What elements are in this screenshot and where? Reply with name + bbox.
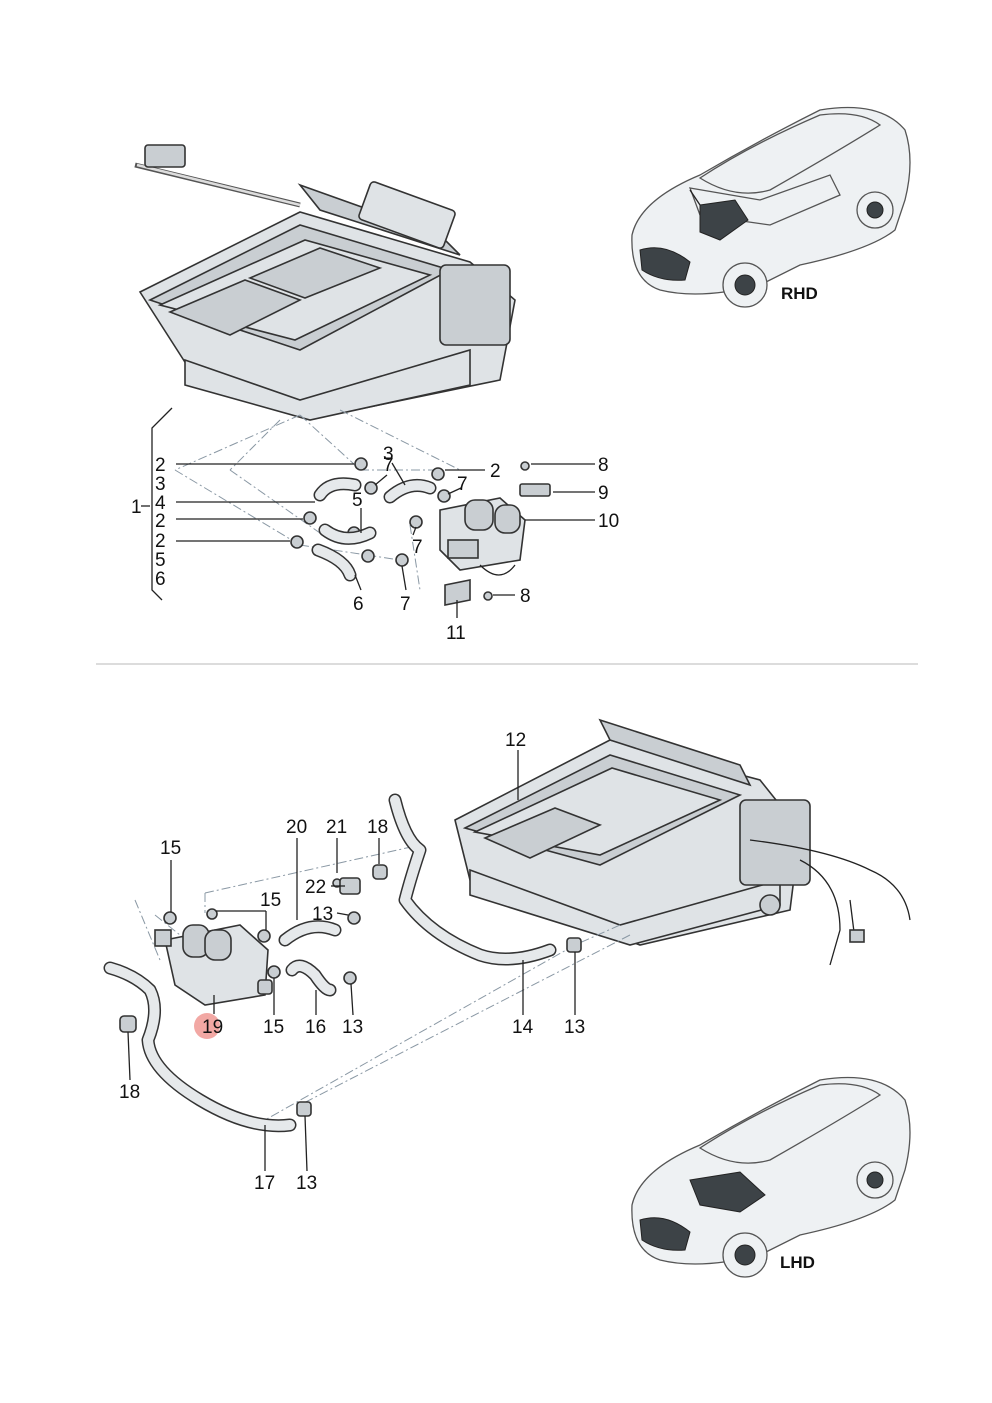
callout-17: 17 — [254, 1173, 275, 1194]
callout-13c: 13 — [564, 1017, 585, 1038]
rhd-label: RHD — [781, 284, 818, 303]
callout-13a: 13 — [312, 904, 333, 925]
callout-3: 3 — [383, 444, 394, 465]
callout-8b: 8 — [520, 586, 531, 607]
callout-7c: 7 — [412, 537, 423, 558]
callout-18b: 18 — [119, 1082, 140, 1103]
callout-16: 16 — [305, 1017, 326, 1038]
callout-22: 22 — [305, 877, 326, 898]
callout-group-2: 4 — [155, 493, 166, 514]
callout-15c: 15 — [263, 1017, 284, 1038]
callout-group-0: 2 — [155, 455, 166, 476]
callout-7d: 7 — [400, 594, 411, 615]
hoses-bottom — [103, 793, 557, 1133]
callout-group-5: 5 — [155, 550, 166, 571]
callout-group-1: 3 — [155, 474, 166, 495]
clamps-hoses-top — [290, 457, 451, 582]
callout-8a: 8 — [598, 455, 609, 476]
climate-unit-top — [134, 144, 516, 421]
car-rhd: RHD — [631, 106, 911, 308]
callout-group-4: 2 — [155, 531, 166, 552]
callout-21: 21 — [326, 817, 347, 838]
valve-block-top — [439, 461, 551, 606]
callout-9: 9 — [598, 483, 609, 504]
leaders-top — [176, 462, 595, 618]
callouts-top: 1 2 3 4 2 2 5 6 7 3 2 7 8 9 10 5 7 6 7 8… — [131, 444, 619, 644]
callout-14: 14 — [512, 1017, 534, 1038]
highlight-marker — [194, 1013, 220, 1039]
lhd-label: LHD — [780, 1253, 815, 1272]
callout-20: 20 — [286, 817, 307, 838]
callout-13d: 13 — [296, 1173, 317, 1194]
car-lhd: LHD — [631, 1076, 911, 1278]
callout-15a: 15 — [160, 838, 181, 859]
callout-15b: 15 — [260, 890, 281, 911]
callout-10: 10 — [598, 511, 619, 532]
callout-12: 12 — [505, 730, 526, 751]
valve-block-bottom — [119, 864, 582, 1117]
callout-6: 6 — [353, 594, 364, 615]
leaders-bottom — [127, 750, 576, 1172]
callout-7a: 7 — [383, 455, 394, 476]
callouts-bottom: 12 20 21 18 15 15 22 13 19 15 16 13 14 1… — [119, 730, 585, 1194]
callout-1: 1 — [131, 497, 142, 518]
callout-13b: 13 — [342, 1017, 363, 1038]
callout-5: 5 — [352, 490, 363, 511]
callout-group-6: 6 — [155, 569, 166, 590]
climate-unit-bottom — [454, 718, 911, 966]
callout-18a: 18 — [367, 817, 388, 838]
callout-7b: 7 — [457, 474, 468, 495]
callout-group-3: 2 — [155, 511, 166, 532]
callout-11: 11 — [446, 623, 466, 644]
callout-2b: 2 — [490, 461, 501, 482]
callout-19: 19 — [202, 1017, 223, 1038]
